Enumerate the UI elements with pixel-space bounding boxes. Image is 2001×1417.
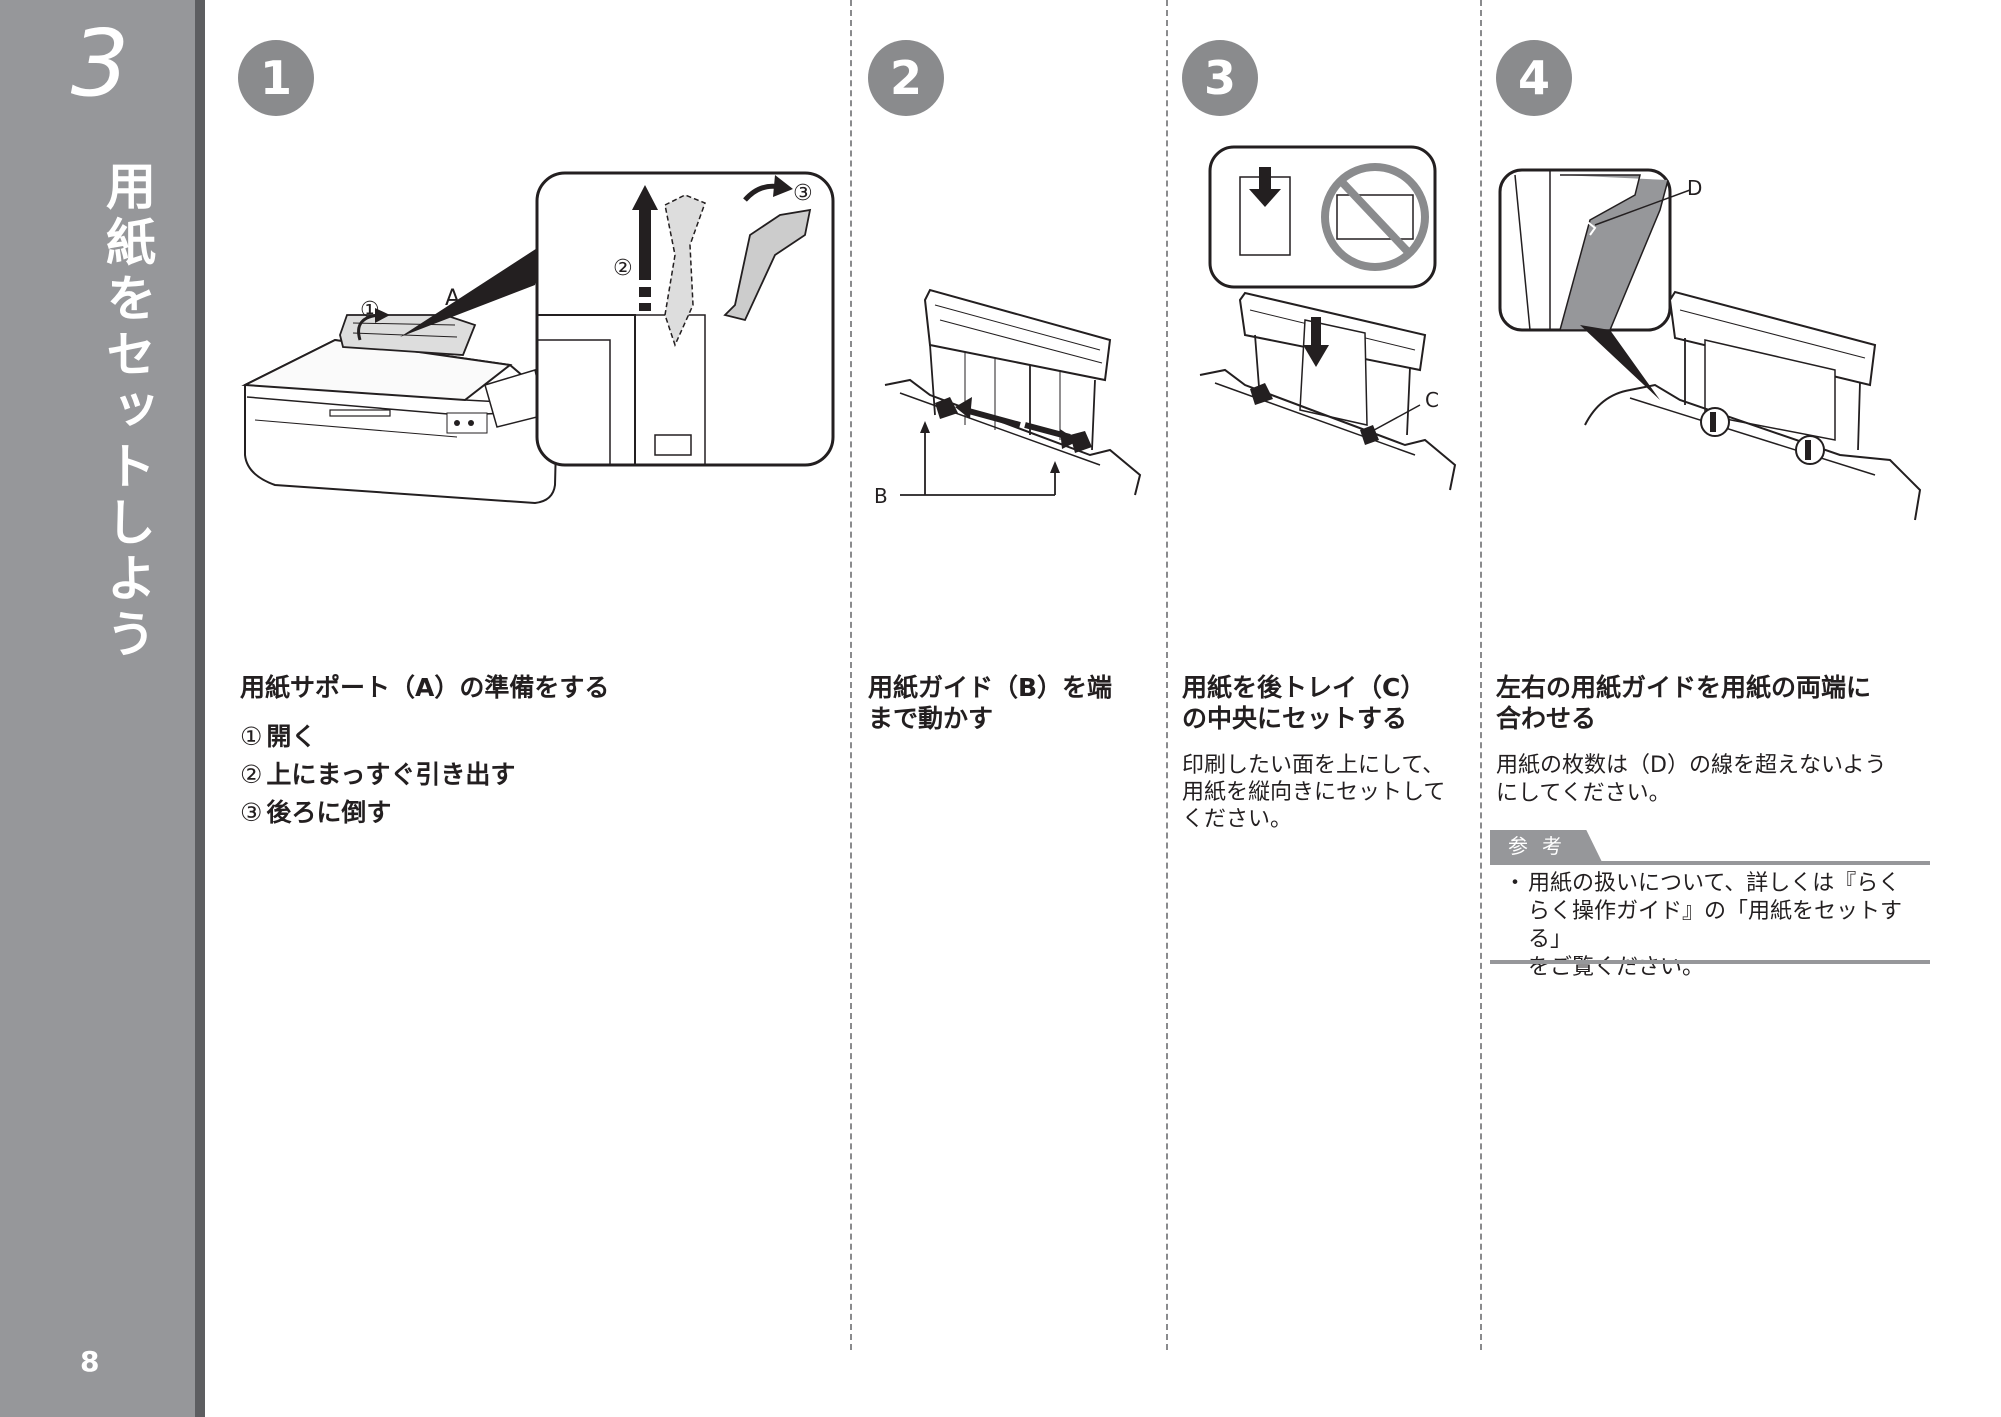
callout-a: A [445, 286, 460, 311]
step-4-heading: 左右の用紙ガイドを用紙の両端に 合わせる [1496, 673, 1872, 733]
page-number: 8 [80, 1345, 100, 1378]
callout-b: B [874, 484, 888, 508]
reference-tab: 参考 [1490, 830, 1602, 862]
callout-c: C [1425, 388, 1439, 412]
callout-d: D [1687, 176, 1702, 200]
step-3-body: 印刷したい面を上にして、 用紙を縦向きにセットして ください。 [1182, 753, 1446, 832]
callout-1: ① [360, 298, 380, 323]
step-1-illustration: ① A ② ③ [241, 171, 835, 505]
step-2-heading: 用紙ガイド（B）を端 まで動かす [868, 673, 1113, 733]
step-3-illustration: C [1199, 145, 1457, 491]
column-divider [1480, 0, 1482, 1350]
callout-2: ② [613, 256, 633, 281]
step-1-heading: 用紙サポート（A）の準備をする [240, 673, 610, 702]
callout-3: ③ [793, 181, 813, 206]
step-3-heading: 用紙を後トレイ（C） の中央にセットする [1182, 673, 1426, 733]
step-1-badge: 1 [238, 40, 314, 116]
step-3-badge: 3 [1182, 40, 1258, 116]
reference-rule-bottom [1490, 960, 1930, 964]
step-2-illustration: B [874, 288, 1142, 508]
column-divider [1166, 0, 1168, 1350]
step-2-badge: 2 [868, 40, 944, 116]
reference-text: ・ 用紙の扱いについて、詳しくは『らく らく操作ガイド』の「用紙をセットする」 … [1504, 871, 1903, 980]
sidebar-band: 3 用紙をセットしよう 8 [0, 0, 205, 1417]
bullet: ・ [1504, 871, 1527, 896]
section-title: 用紙をセットしよう [98, 160, 156, 664]
step-4-illustration: D [1498, 168, 1922, 521]
step-4-badge: 4 [1496, 40, 1572, 116]
reference-rule-top [1490, 861, 1930, 865]
column-divider [850, 0, 852, 1350]
step-4-body: 用紙の枚数は（D）の線を超えないよう にしてください。 [1496, 753, 1887, 806]
section-number: 3 [70, 10, 130, 117]
